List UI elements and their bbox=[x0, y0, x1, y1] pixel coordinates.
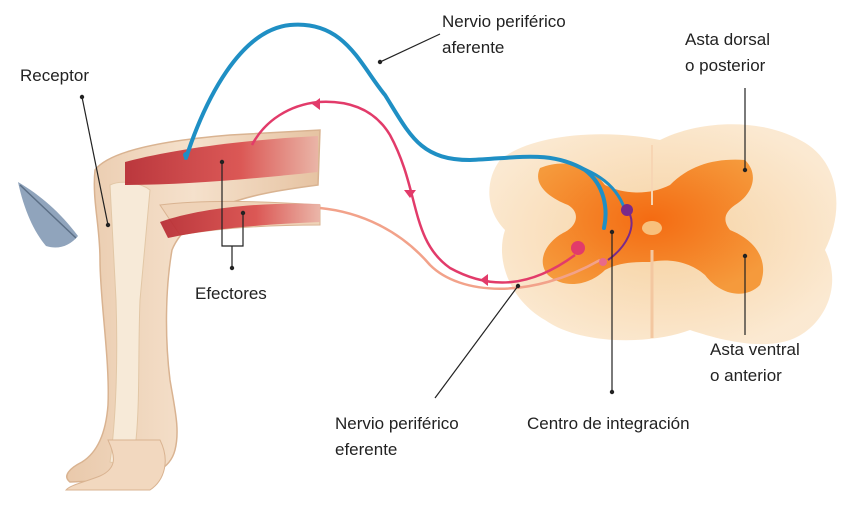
label-efectores: Efectores bbox=[195, 284, 267, 304]
label-ventral-horn: Asta ventral o anterior bbox=[710, 340, 800, 386]
interneuron-cell bbox=[621, 204, 633, 216]
arrowhead-efferent-3 bbox=[480, 274, 488, 286]
muscle-dot bbox=[183, 152, 189, 158]
label-dorsal-horn: Asta dorsal o posterior bbox=[685, 30, 770, 76]
leg bbox=[66, 130, 320, 490]
label-afferent-nerve: Nervio periférico aferente bbox=[442, 12, 566, 58]
arrowhead-efferent bbox=[404, 190, 416, 198]
label-efferent-nerve: Nervio periférico eferente bbox=[335, 414, 459, 460]
afferent-leader bbox=[380, 34, 440, 62]
arrowhead-afferent bbox=[312, 98, 320, 110]
central-canal bbox=[642, 221, 662, 235]
motor-neuron-cell-2 bbox=[599, 258, 607, 266]
label-integration-center: Centro de integración bbox=[527, 414, 690, 434]
motor-neuron-cell bbox=[571, 241, 585, 255]
feather-icon bbox=[18, 182, 78, 248]
label-receptor: Receptor bbox=[20, 66, 89, 86]
efferent-leader bbox=[435, 286, 518, 398]
